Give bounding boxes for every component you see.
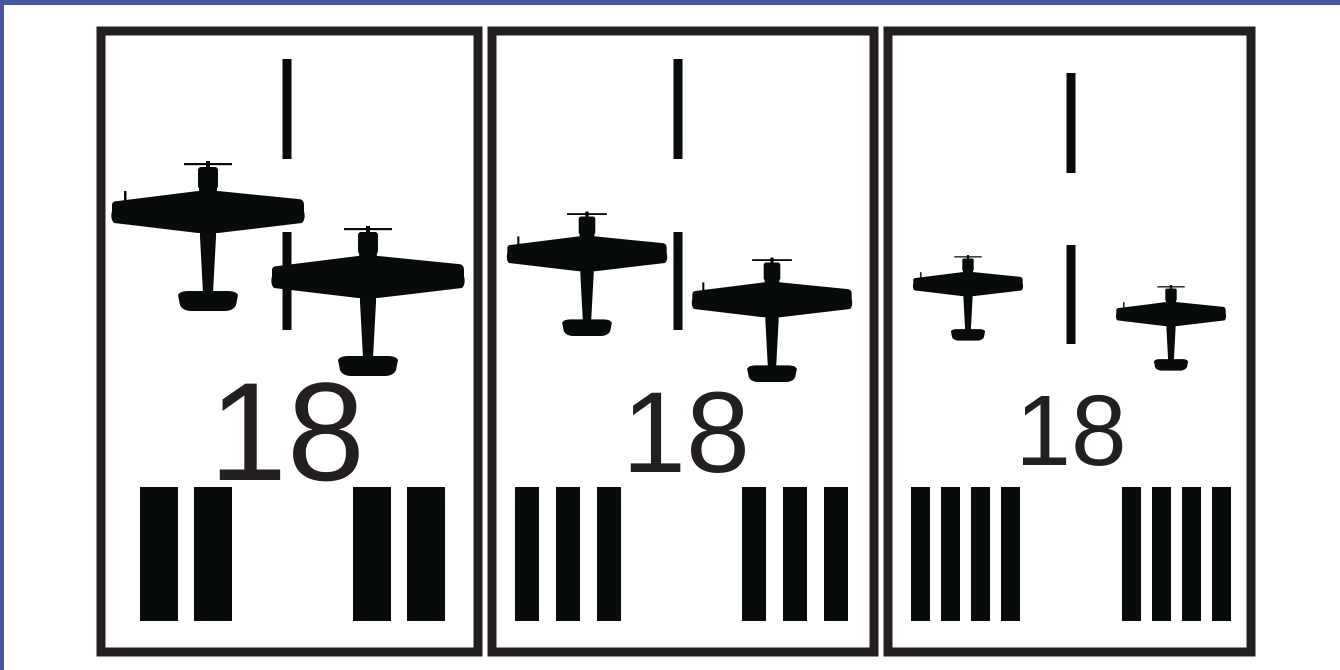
centerline-dash: [283, 59, 292, 159]
threshold-stripe-left: [597, 487, 621, 621]
threshold-stripe-left: [140, 487, 178, 621]
threshold-stripe-left: [194, 487, 232, 621]
threshold-stripe-right: [1122, 487, 1141, 621]
threshold-stripe-right: [353, 487, 391, 621]
threshold-stripe-right: [824, 487, 848, 621]
threshold-stripe-right: [1212, 487, 1231, 621]
threshold-stripe-right: [407, 487, 445, 621]
runway-number: 18: [1015, 375, 1126, 487]
threshold-stripe-left: [1001, 487, 1020, 621]
runway-panel-1: 18: [101, 31, 478, 652]
runway-number: 18: [622, 369, 750, 497]
panel-border: [492, 31, 874, 652]
threshold-stripe-left: [941, 487, 960, 621]
runway-number: 18: [209, 353, 365, 510]
runway-panel-2: 18: [492, 31, 874, 652]
threshold-stripe-right: [783, 487, 807, 621]
threshold-stripe-right: [1152, 487, 1171, 621]
threshold-stripe-left: [556, 487, 580, 621]
threshold-stripe-left: [971, 487, 990, 621]
centerline-dash: [1067, 245, 1076, 344]
threshold-stripe-right: [1182, 487, 1201, 621]
centerline-dash: [674, 232, 683, 330]
threshold-stripe-right: [742, 487, 766, 621]
runway-panel-3: 18: [888, 31, 1251, 652]
threshold-stripe-left: [911, 487, 930, 621]
threshold-stripe-left: [515, 487, 539, 621]
centerline-dash: [674, 59, 683, 159]
centerline-dash: [1067, 73, 1076, 173]
